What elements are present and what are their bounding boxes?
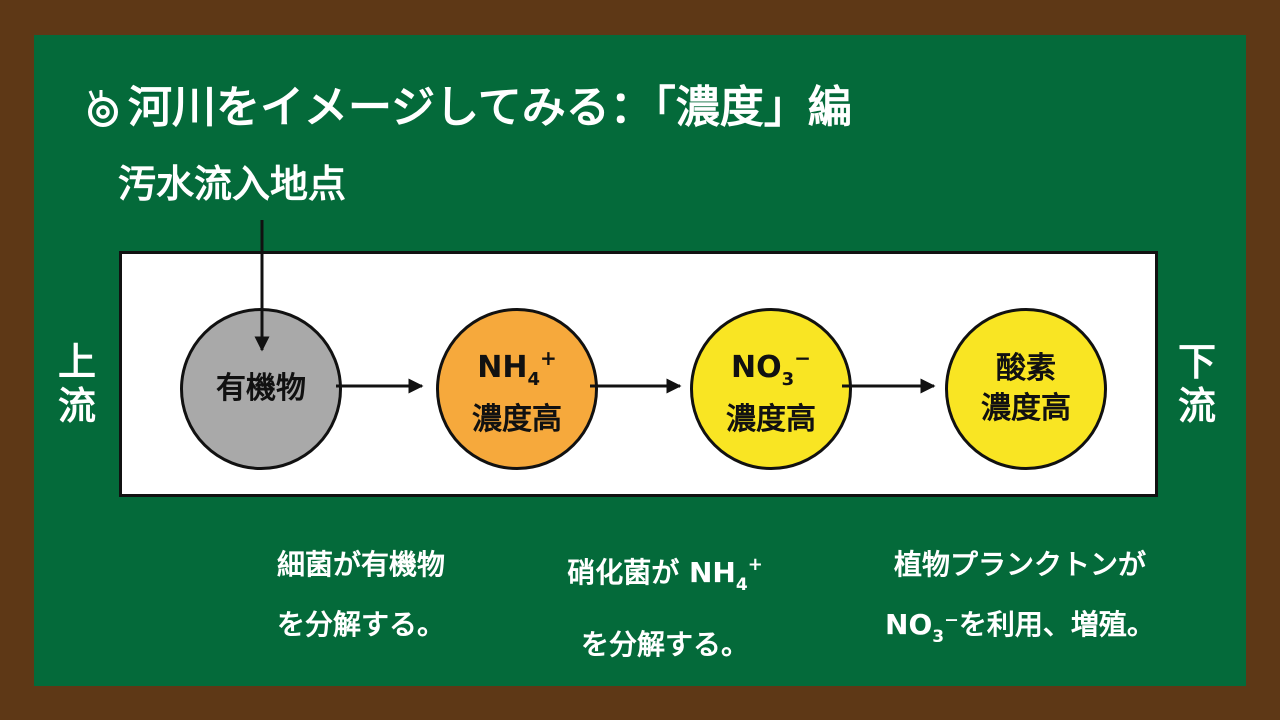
plankton-sub: 3 xyxy=(932,627,945,647)
node-nitrate-formula: NO3− xyxy=(731,338,811,400)
node-oxygen-name: 酸素 xyxy=(996,351,1056,386)
plankton-chem: NO xyxy=(885,608,933,641)
upstream-label: 上 流 xyxy=(52,340,102,428)
upstream-char-1: 上 xyxy=(57,340,96,384)
caption-plankton-line1: 植物プランクトンが xyxy=(893,548,1146,581)
downstream-char-2: 流 xyxy=(1177,384,1216,428)
ammonium-sub: 4 xyxy=(527,369,540,390)
node-ammonium-label: 濃度高 xyxy=(472,402,562,437)
nitrifier-chem: NH xyxy=(688,556,736,589)
caption-nitrifier-line2: を分解する。 xyxy=(580,628,749,661)
nitrate-chem: NO xyxy=(731,350,782,385)
nitrifier-sub: 4 xyxy=(735,575,748,595)
plankton-suffix: を利用、増殖。 xyxy=(958,608,1155,641)
nitrate-sup: − xyxy=(794,346,811,370)
node-nitrate-label: 濃度高 xyxy=(726,402,816,437)
downstream-label: 下 流 xyxy=(1172,340,1222,428)
plankton-sup: ⁻ xyxy=(944,608,959,641)
nitrifier-sup: + xyxy=(747,554,763,575)
node-oxygen-label: 濃度高 xyxy=(981,391,1071,426)
node-oxygen: 酸素 濃度高 xyxy=(945,308,1107,470)
downstream-char-1: 下 xyxy=(1177,340,1216,384)
node-nitrate: NO3− 濃度高 xyxy=(690,308,852,470)
caption-bacteria-line2: を分解する。 xyxy=(276,608,445,641)
snail-icon xyxy=(88,90,118,127)
title-text: 河川をイメージしてみる：「濃度」編 xyxy=(128,82,852,133)
caption-bacteria-line1: 細菌が有機物 xyxy=(276,548,445,581)
node-ammonium: NH4+ 濃度高 xyxy=(436,308,598,470)
page-title: 河川をイメージしてみる：「濃度」編 xyxy=(82,78,852,138)
inflow-point-label: 汚水流入地点 xyxy=(118,162,347,206)
nitrifier-prefix: 硝化菌が xyxy=(567,556,689,589)
node-organic-matter: 有機物 xyxy=(180,308,342,470)
caption-plankton: 植物プランクトンが NO3⁻を利用、増殖。 xyxy=(840,535,1200,667)
caption-nitrifier-line1: 硝化菌が NH4+ xyxy=(520,535,810,615)
caption-nitrifier: 硝化菌が NH4+ を分解する。 xyxy=(520,535,810,675)
ammonium-chem: NH xyxy=(477,350,528,385)
nitrate-sub: 3 xyxy=(781,369,795,390)
upstream-char-2: 流 xyxy=(57,384,96,428)
node-organic-label: 有機物 xyxy=(216,371,306,406)
caption-bacteria: 細菌が有機物 を分解する。 xyxy=(236,535,486,655)
ammonium-sup: + xyxy=(539,346,557,370)
caption-plankton-line2: NO3⁻を利用、増殖。 xyxy=(840,595,1200,667)
node-ammonium-formula: NH4+ xyxy=(477,338,557,400)
